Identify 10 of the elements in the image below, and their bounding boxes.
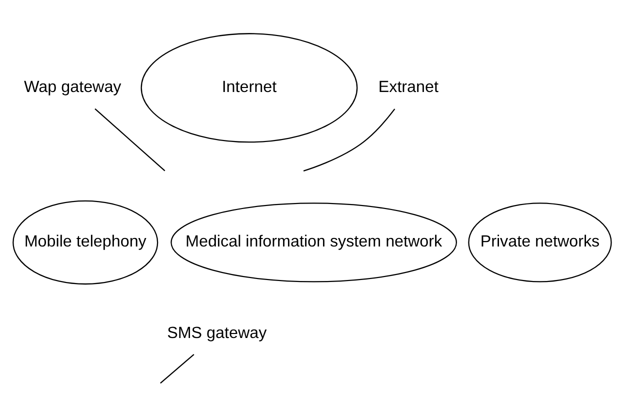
node-ellipse: Medical information system network — [170, 202, 457, 282]
node-text: Extranet — [378, 78, 438, 96]
node-ellipse: Private networks — [468, 202, 612, 282]
node-ellipse: Internet — [140, 33, 358, 143]
connector — [94, 108, 166, 172]
connector — [303, 108, 396, 172]
connector — [160, 354, 194, 384]
node-text: Wap gateway — [24, 78, 122, 96]
node-text: SMS gateway — [167, 324, 267, 342]
node-ellipse: Mobile telephony — [12, 200, 158, 285]
